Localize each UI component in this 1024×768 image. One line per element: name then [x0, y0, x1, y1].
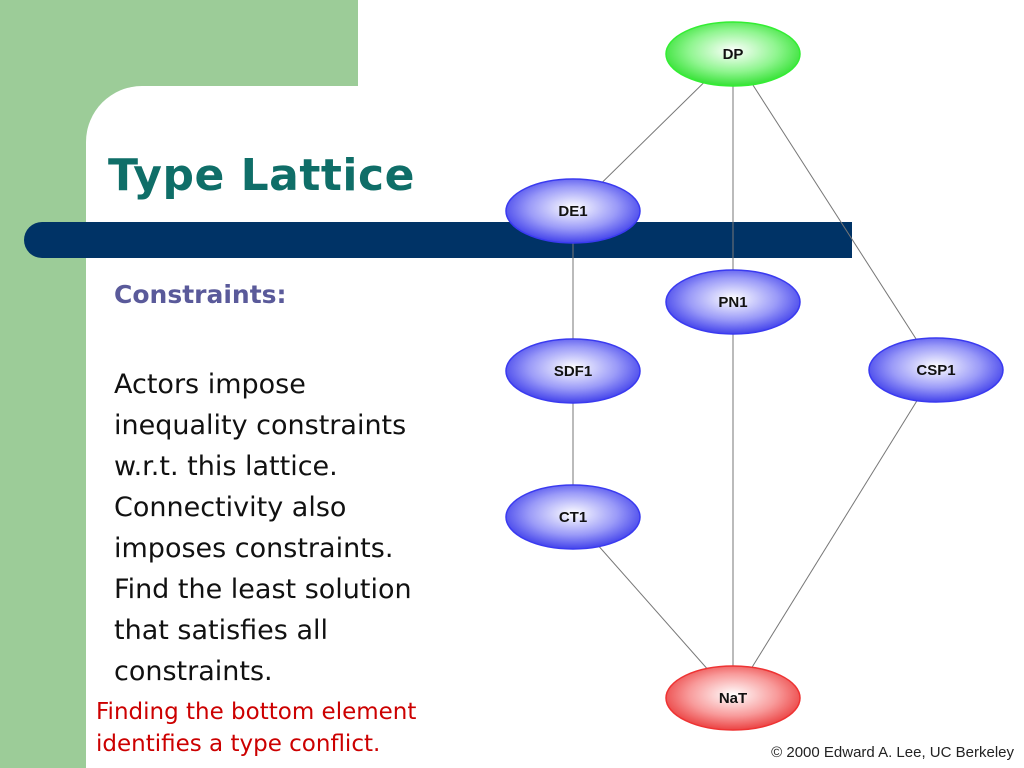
body-line: inequality constraints [114, 410, 407, 441]
copyright-footer: © 2000 Edward A. Lee, UC Berkeley [771, 744, 1014, 761]
lattice-node-shape [665, 269, 801, 335]
body-text: Actors impose inequality constraints w.r… [114, 364, 486, 692]
lattice-node-label: CSP1 [916, 362, 955, 379]
body-line: imposes constraints. [114, 533, 394, 564]
slide-title: Type Lattice [108, 150, 415, 201]
lattice-node-label: DP [723, 46, 744, 63]
body-line: Find the least solution [114, 574, 412, 605]
lattice-node-label: NaT [719, 690, 747, 707]
type-conflict-note: Finding the bottom element identifies a … [96, 696, 496, 760]
note-line: identifies a type conflict. [96, 731, 381, 757]
lattice-node-shape [505, 484, 641, 550]
constraints-heading: Constraints: [114, 280, 287, 309]
title-underline-bar [24, 222, 852, 258]
body-line: Actors impose [114, 369, 306, 400]
lattice-node-label: PN1 [718, 294, 747, 311]
lattice-edge-dp-csp1 [732, 53, 937, 371]
lattice-node-shape [868, 337, 1004, 403]
lattice-node-dp: DP [665, 21, 801, 87]
lattice-node-ct1: CT1 [505, 484, 641, 550]
lattice-node-label: DE1 [558, 203, 587, 220]
note-line: Finding the bottom element [96, 699, 417, 725]
lattice-node-shape [665, 665, 801, 731]
lattice-node-label: CT1 [559, 509, 587, 526]
lattice-node-shape [505, 338, 641, 404]
lattice-node-label: SDF1 [554, 363, 592, 380]
body-line: w.r.t. this lattice. [114, 451, 338, 482]
lattice-node-csp1: CSP1 [868, 337, 1004, 403]
lattice-edge-csp1-nat [732, 369, 937, 699]
lattice-node-de1: DE1 [505, 178, 641, 244]
body-line: that satisfies all [114, 615, 328, 646]
lattice-node-shape [505, 178, 641, 244]
lattice-node-nat: NaT [665, 665, 801, 731]
body-line: Connectivity also [114, 492, 347, 523]
lattice-node-pn1: PN1 [665, 269, 801, 335]
lattice-node-shape [665, 21, 801, 87]
body-line: constraints. [114, 656, 273, 687]
lattice-node-sdf1: SDF1 [505, 338, 641, 404]
